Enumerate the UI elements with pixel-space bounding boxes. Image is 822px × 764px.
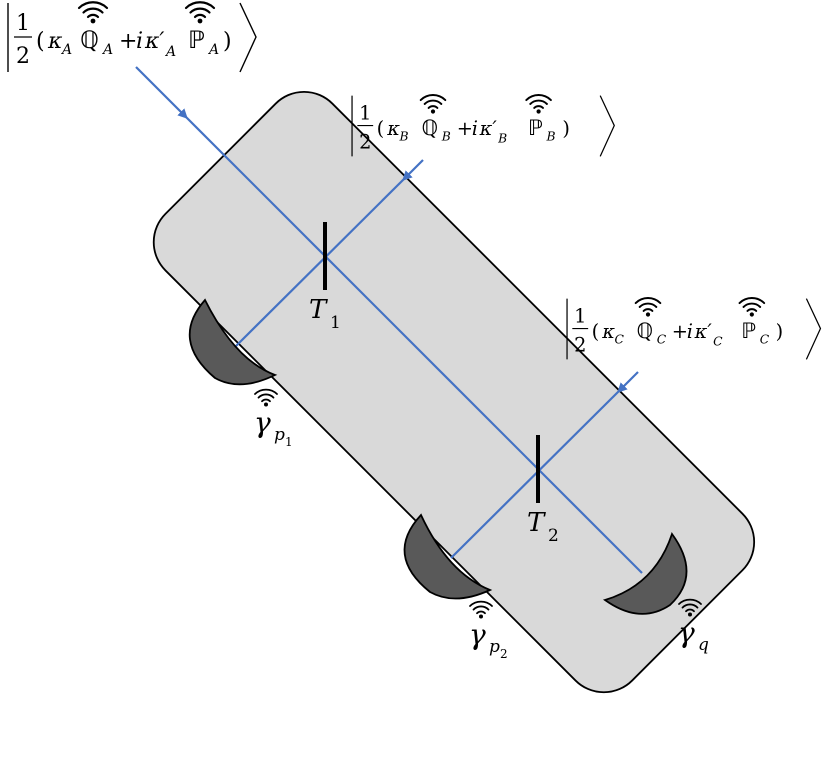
q-operator: ℚ bbox=[422, 115, 439, 140]
beam-A bbox=[184, 115, 643, 574]
apparatus-box bbox=[152, 90, 756, 694]
gamma-subsub: 2 bbox=[500, 647, 508, 661]
fraction-numerator: 1 bbox=[359, 101, 371, 124]
p-operator: ℙ bbox=[528, 115, 543, 140]
q-sub: C bbox=[657, 333, 667, 347]
q-operator: ℚ bbox=[80, 26, 99, 54]
gamma-subsub: 1 bbox=[285, 435, 293, 449]
label-gamma-p1: γ p 1 bbox=[254, 388, 293, 449]
ket-B: 1 2 ( κ B ℚ B + i κ′ B ℙ B ) bbox=[351, 94, 615, 157]
mirror-p1 bbox=[188, 298, 278, 386]
p-operator: ℙ bbox=[741, 318, 756, 343]
wifi-hat-icon bbox=[254, 388, 278, 408]
ket-C: 1 2 ( κ C ℚ C + i κ′ C ℙ C ) bbox=[566, 297, 822, 360]
splitter-sub: 1 bbox=[330, 313, 341, 333]
imag-i: i bbox=[136, 29, 143, 54]
kappa-prime-sub: B bbox=[497, 131, 507, 145]
label-gamma-q: γ q bbox=[678, 598, 709, 655]
p-operator: ℙ bbox=[188, 26, 205, 54]
gamma: γ bbox=[254, 406, 271, 439]
q-sub: A bbox=[101, 42, 113, 58]
wifi-hat-icon bbox=[634, 297, 662, 318]
p-sub: A bbox=[207, 42, 219, 58]
plus: + bbox=[672, 320, 688, 343]
q-sub: B bbox=[441, 130, 451, 144]
q-operator: ℚ bbox=[637, 318, 654, 343]
label-T1: T 1 bbox=[309, 295, 341, 333]
plus: + bbox=[457, 117, 473, 140]
kappa-prime: κ′ bbox=[694, 320, 713, 343]
wifi-hat-icon bbox=[77, 1, 109, 25]
paren-close: ) bbox=[562, 117, 570, 140]
paren-close: ) bbox=[776, 320, 784, 343]
wifi-hat-icon bbox=[184, 1, 216, 25]
kappa: κ bbox=[601, 320, 615, 343]
gamma-sub: p bbox=[489, 637, 500, 657]
beam-C bbox=[450, 389, 621, 559]
splitter-label: T bbox=[309, 295, 328, 325]
wifi-hat-icon bbox=[738, 297, 766, 318]
beam-C-incoming bbox=[617, 371, 639, 393]
kappa-prime: κ′ bbox=[479, 117, 498, 140]
mirror-p2 bbox=[403, 513, 493, 600]
wifi-hat-icon bbox=[419, 94, 447, 115]
kappa-prime-sub: A bbox=[164, 44, 176, 60]
mirror-q bbox=[602, 532, 688, 615]
paren-close: ) bbox=[223, 29, 232, 54]
fraction-denominator: 2 bbox=[359, 130, 371, 153]
kappa-prime: κ′ bbox=[144, 29, 164, 54]
splitter-label: T bbox=[527, 508, 546, 538]
gamma: γ bbox=[678, 616, 695, 649]
kappa-prime-sub: C bbox=[713, 334, 723, 348]
ket-A: 1 2 ( κ A ℚ A + i κ′ A ℙ A ) bbox=[7, 1, 257, 73]
gamma-sub: q bbox=[698, 635, 709, 655]
paren-open: ( bbox=[592, 320, 600, 343]
paren-open: ( bbox=[36, 29, 45, 54]
imag-i: i bbox=[687, 320, 693, 343]
fraction-denominator: 2 bbox=[16, 44, 30, 69]
paren-open: ( bbox=[377, 117, 385, 140]
beam-B-incoming bbox=[402, 159, 424, 181]
wifi-hat-icon bbox=[469, 600, 493, 620]
fraction-denominator: 2 bbox=[574, 333, 586, 356]
fraction-numerator: 1 bbox=[574, 304, 586, 327]
label-gamma-p2: γ p 2 bbox=[469, 600, 508, 661]
p-sub: B bbox=[546, 130, 556, 144]
beam-A-incoming bbox=[135, 66, 188, 119]
gamma-sub: p bbox=[274, 425, 285, 445]
label-T2: T 2 bbox=[527, 508, 559, 546]
beam-B bbox=[235, 177, 406, 347]
gamma: γ bbox=[469, 618, 486, 651]
kappa: κ bbox=[386, 117, 400, 140]
wifi-hat-icon bbox=[525, 94, 552, 115]
kappa: κ bbox=[47, 29, 63, 54]
imag-i: i bbox=[472, 117, 478, 140]
plus: + bbox=[119, 29, 137, 54]
p-sub: C bbox=[760, 333, 770, 347]
splitter-sub: 2 bbox=[548, 526, 559, 546]
kappa-sub: A bbox=[60, 42, 72, 58]
fraction-numerator: 1 bbox=[16, 11, 30, 36]
kappa-sub: B bbox=[399, 130, 409, 144]
kappa-sub: C bbox=[615, 333, 625, 347]
